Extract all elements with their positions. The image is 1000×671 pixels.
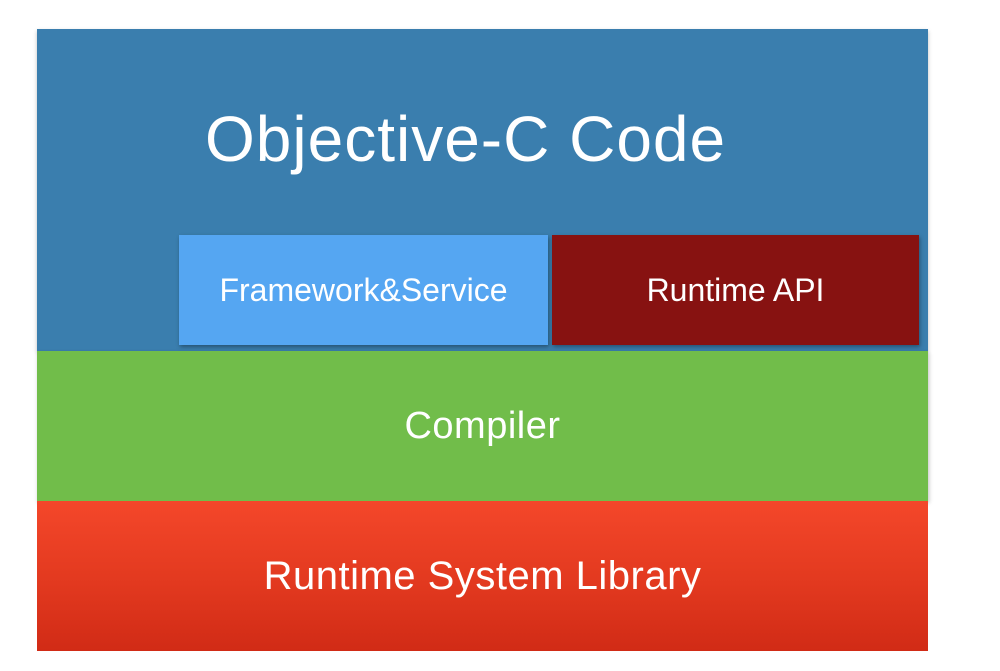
runtime-system-library-layer: Runtime System Library: [37, 501, 928, 651]
objective-c-code-title: Objective-C Code: [205, 103, 727, 175]
architecture-diagram: Objective-C Code Framework&Service Runti…: [37, 29, 928, 651]
framework-service-box: Framework&Service: [179, 235, 548, 345]
objective-c-code-layer: Objective-C Code Framework&Service Runti…: [37, 29, 928, 351]
framework-service-label: Framework&Service: [219, 271, 508, 308]
runtime-system-library-label: Runtime System Library: [263, 553, 702, 598]
runtime-api-box: Runtime API: [552, 235, 919, 345]
compiler-layer: Compiler: [37, 351, 928, 501]
compiler-label: Compiler: [404, 404, 561, 447]
runtime-api-label: Runtime API: [646, 271, 825, 308]
